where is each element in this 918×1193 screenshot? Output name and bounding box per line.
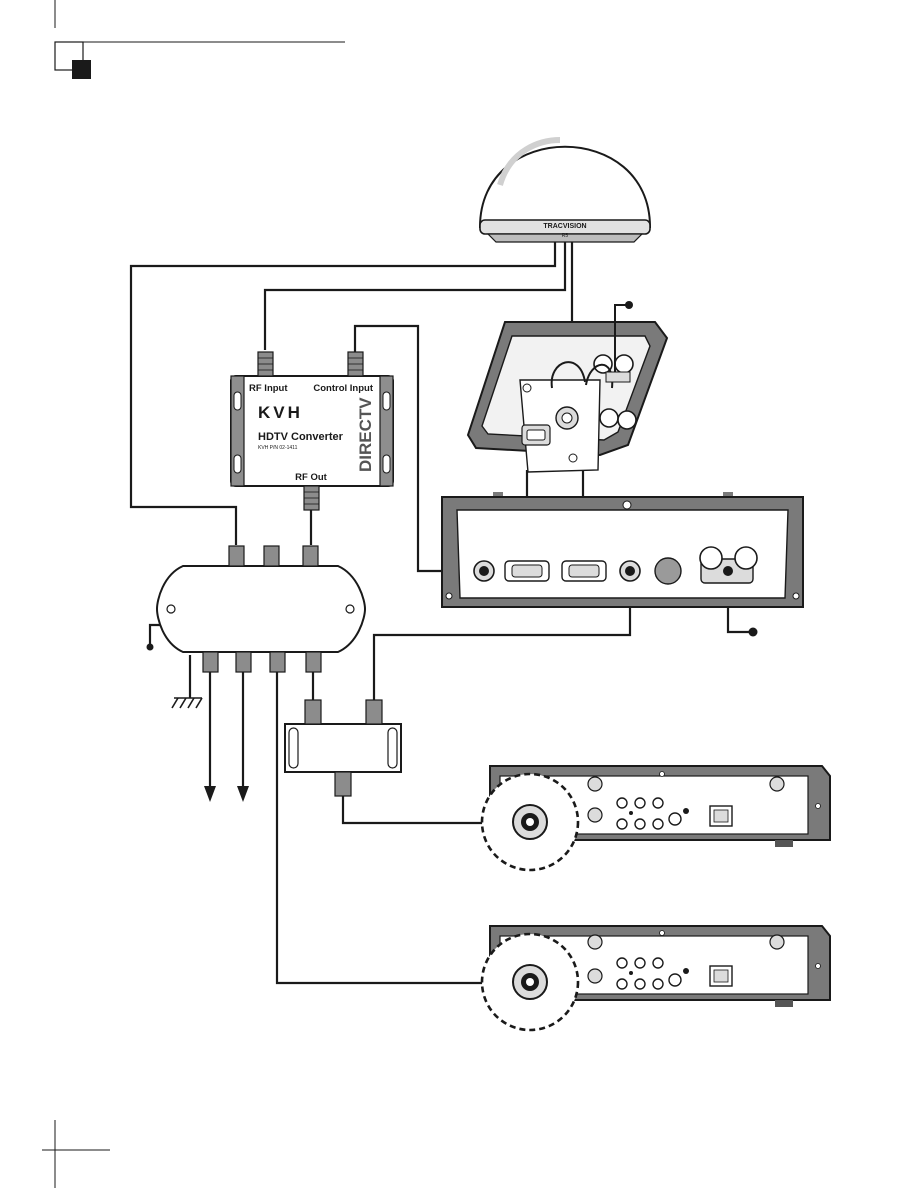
multiswitch-input-2 xyxy=(263,545,280,567)
splitter-input-right xyxy=(365,699,383,725)
hdtv-converter: RF Input Control Input KVH HDTV Converte… xyxy=(230,351,394,511)
control-input-label: Control Input xyxy=(313,383,373,394)
part-number: KVH P/N 02-1411 xyxy=(258,445,298,451)
interface-box xyxy=(466,301,669,473)
cable-control-input xyxy=(353,324,476,573)
interface-base xyxy=(441,492,804,637)
directv-brand: DIRECTV xyxy=(356,397,375,472)
arrowheads xyxy=(204,786,249,802)
multiswitch-output-4 xyxy=(305,651,322,673)
page-header-mark xyxy=(54,0,345,79)
cable-antenna-to-converter-rf xyxy=(263,240,567,350)
multiswitch-input-1 xyxy=(228,545,245,567)
receiver-1 xyxy=(480,765,831,872)
kvh-logo: KVH xyxy=(258,403,303,422)
cable-multiswitch-out-3 xyxy=(275,672,515,985)
rf-input-label: RF Input xyxy=(249,383,288,394)
page-footer-mark xyxy=(42,1120,110,1188)
cable-interface-to-splitter xyxy=(372,585,632,700)
splitter-input-left xyxy=(304,699,322,725)
product-name: HDTV Converter xyxy=(258,431,344,443)
multiswitch-output-3 xyxy=(269,651,286,673)
ground-symbol xyxy=(171,697,203,709)
cable-antenna-to-multiswitch xyxy=(129,240,557,545)
splitter xyxy=(284,699,402,797)
rf-out-label: RF Out xyxy=(295,472,327,483)
antenna-dome: TRACVISION R5 xyxy=(478,137,652,243)
multiswitch-input-3 xyxy=(302,545,319,567)
interface-port-blank xyxy=(654,557,682,585)
cable-splitter-to-receiver xyxy=(341,795,515,825)
ground-terminal-dot xyxy=(146,643,154,651)
receiver-2 xyxy=(480,925,831,1032)
multiswitch-output-1 xyxy=(202,651,219,673)
multiswitch-output-2 xyxy=(235,651,252,673)
antenna-brand: TRACVISION xyxy=(543,223,586,230)
splitter-output xyxy=(334,771,352,797)
antenna-model: R5 xyxy=(562,233,569,239)
multiswitch xyxy=(155,545,367,673)
